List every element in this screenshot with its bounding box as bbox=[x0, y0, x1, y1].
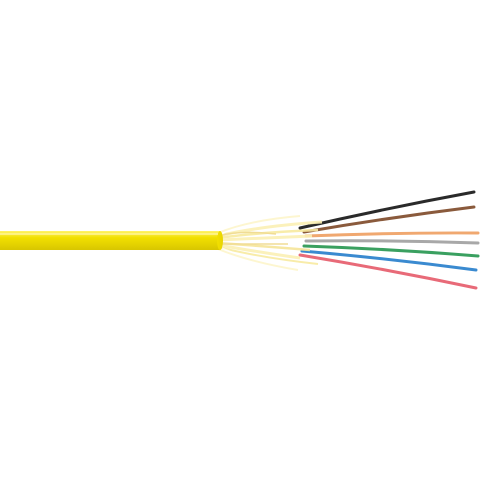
fiber-slate bbox=[304, 239, 480, 245]
optical-fibers bbox=[298, 190, 480, 290]
aramid-yarn bbox=[217, 215, 323, 271]
fiber-orange bbox=[304, 231, 480, 238]
fiber-red bbox=[298, 253, 478, 290]
fiber-brown bbox=[302, 205, 476, 234]
cable-jacket bbox=[0, 231, 223, 250]
fiber-green bbox=[302, 244, 480, 258]
fiber-blue bbox=[300, 249, 478, 272]
